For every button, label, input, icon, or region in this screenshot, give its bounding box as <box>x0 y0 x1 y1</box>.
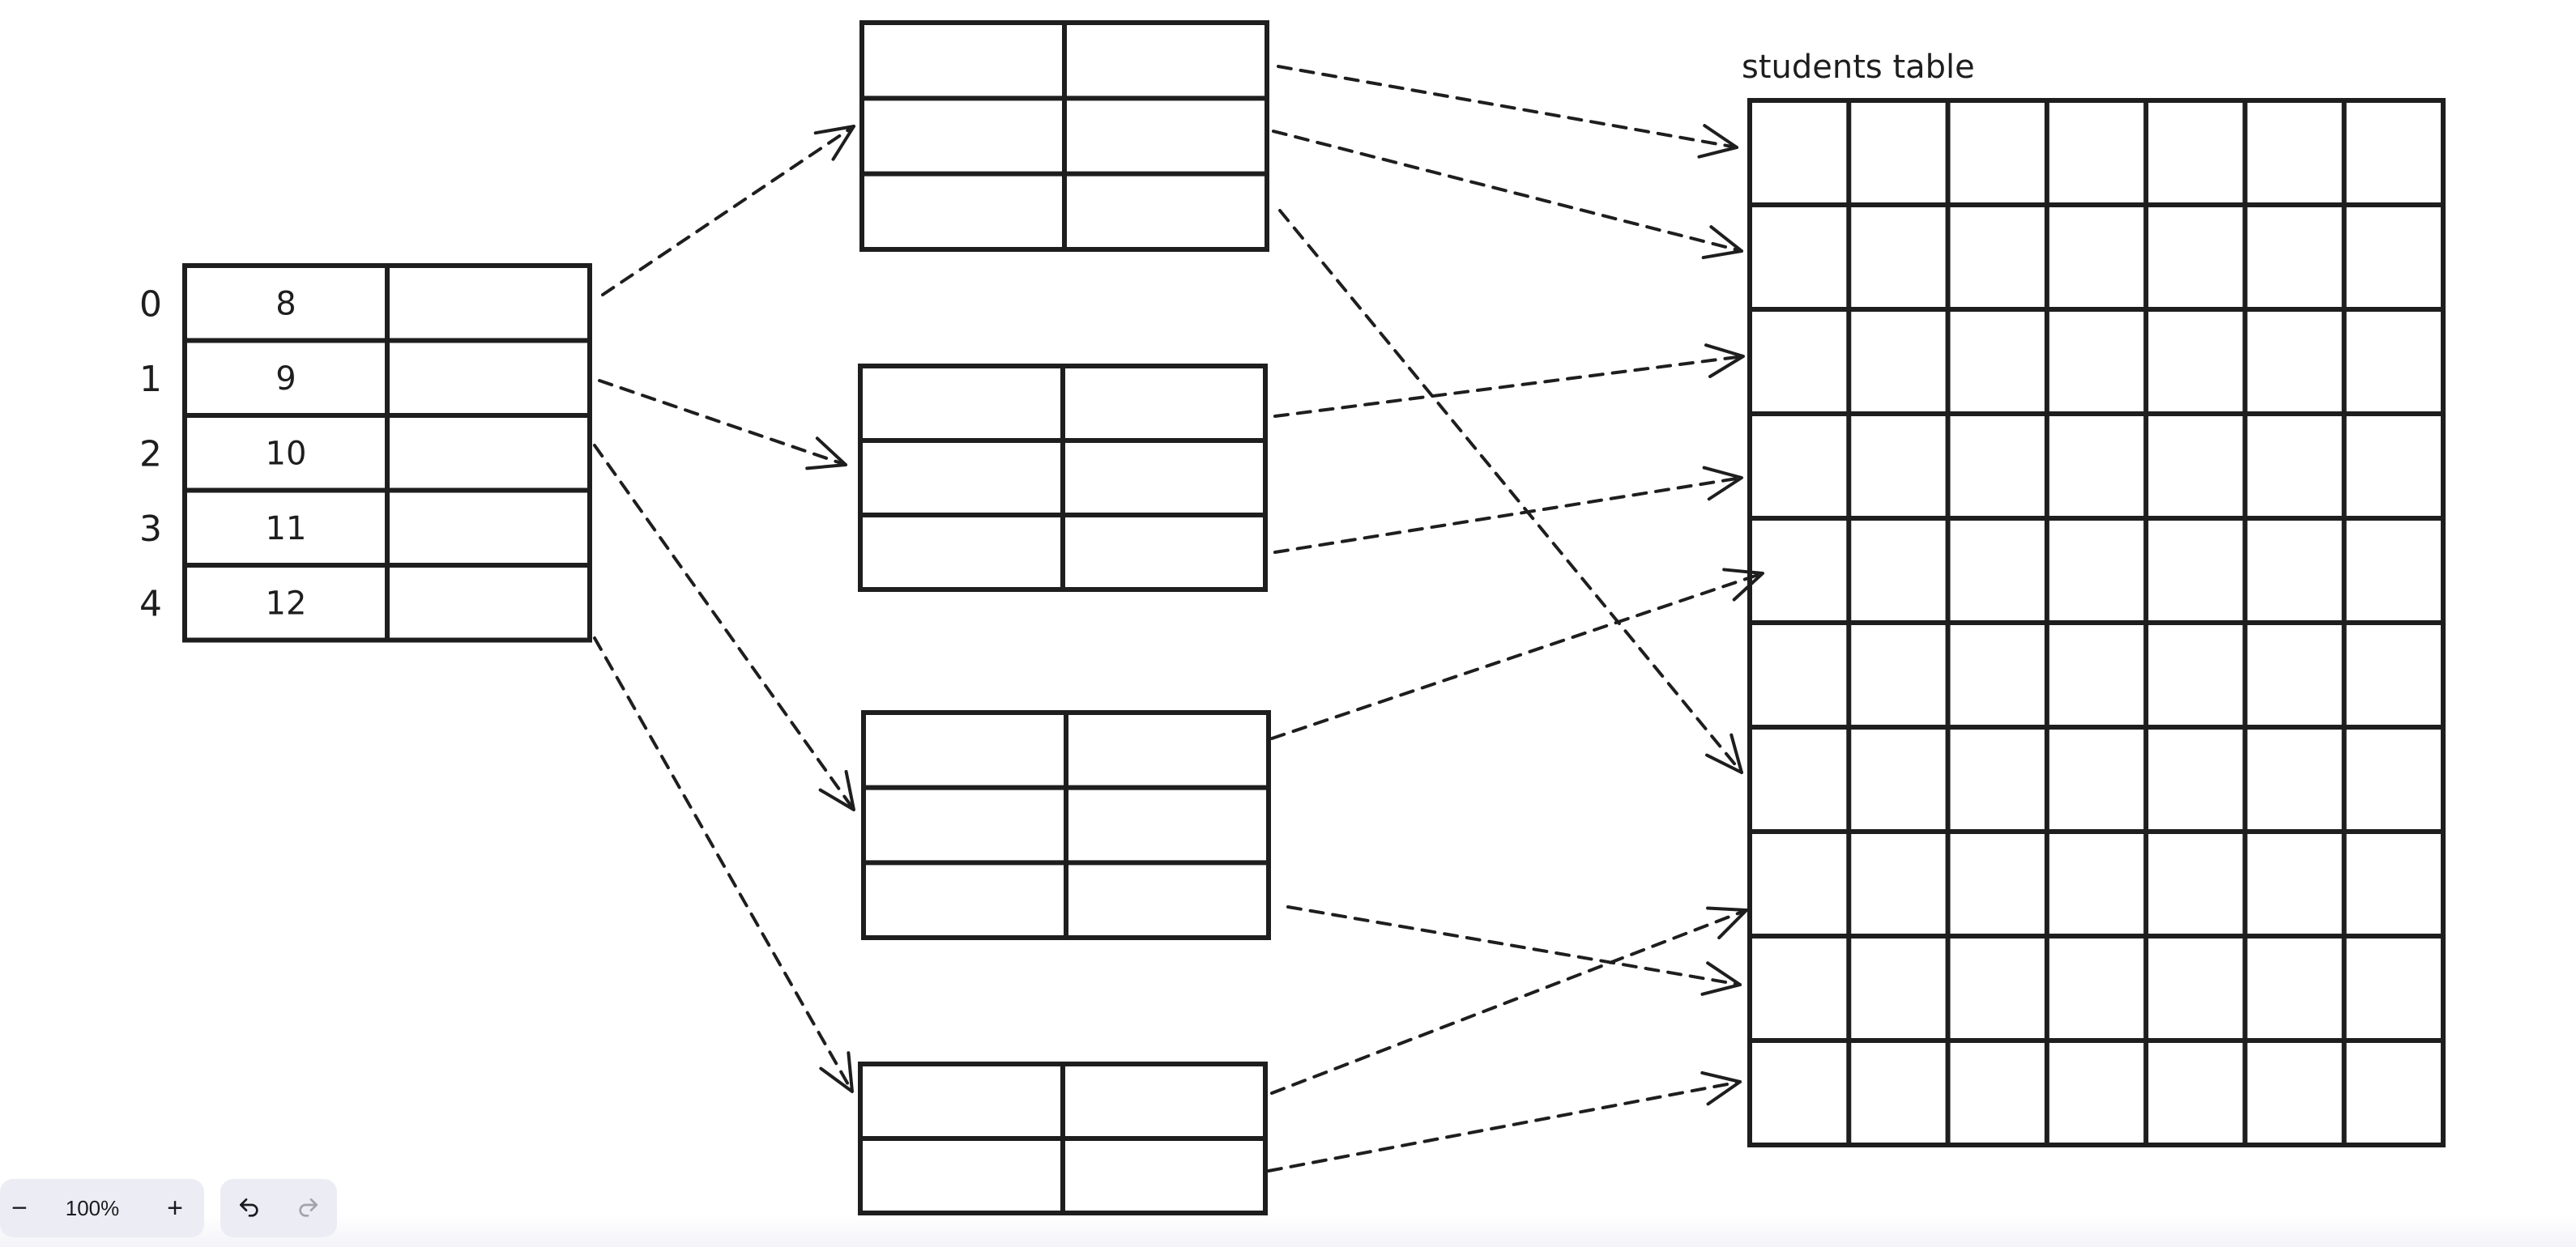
index-number: 4 <box>139 583 162 624</box>
arrows[interactable] <box>593 65 1764 1173</box>
undo-icon <box>240 1198 258 1217</box>
arrowhead-icon <box>1722 568 1764 602</box>
arrowhead-icon <box>1700 1070 1742 1106</box>
arrowhead-icon <box>819 1051 854 1093</box>
zoom-out-button[interactable]: − <box>11 1192 28 1224</box>
connector-arrow-line <box>598 379 847 466</box>
connector-arrow-line <box>1273 355 1745 418</box>
arrowhead-icon <box>818 769 855 811</box>
bucket-table-4[interactable] <box>858 1062 1268 1215</box>
connector-arrow-line <box>1267 1080 1742 1173</box>
connector-arrow[interactable] <box>1273 343 1745 418</box>
connector-arrow-line <box>593 636 854 1093</box>
index-table-grid[interactable] <box>182 263 592 643</box>
arrowhead-icon <box>1700 961 1742 996</box>
connector-arrow-line <box>601 125 855 296</box>
arrowhead-icon <box>813 125 855 161</box>
connector-arrow-line <box>1286 905 1742 986</box>
index-number: 1 <box>139 359 162 400</box>
connector-arrow-line <box>1270 572 1764 740</box>
index-value: 8 <box>275 285 296 322</box>
index-value: 11 <box>266 510 307 547</box>
connector-arrow[interactable] <box>1277 65 1738 159</box>
connector-arrow-line <box>1277 65 1738 149</box>
arrowhead-icon <box>1697 124 1738 159</box>
redo-button[interactable] <box>279 1179 337 1237</box>
connector-arrow-line <box>593 444 855 811</box>
connector-arrow[interactable] <box>601 125 855 296</box>
arrowhead-icon <box>1704 343 1745 378</box>
arrowhead-icon <box>805 436 847 470</box>
zoom-in-button[interactable]: + <box>167 1192 183 1224</box>
index-number: 2 <box>139 433 162 475</box>
bucket-table-1[interactable] <box>859 20 1269 252</box>
students-table[interactable] <box>1747 98 2446 1147</box>
arrowhead-icon <box>1702 466 1743 501</box>
connector-arrow[interactable] <box>1270 906 1748 1095</box>
students-table-title: students table <box>1742 49 1975 86</box>
arrowhead-icon <box>1701 225 1743 260</box>
connector-arrow[interactable] <box>1273 466 1743 554</box>
bucket-tables[interactable] <box>858 20 1271 1215</box>
connector-arrow-line <box>1272 130 1743 253</box>
students-table-grid[interactable] <box>1747 98 2446 1147</box>
connector-arrow[interactable] <box>593 444 855 811</box>
connector-arrow-line <box>1278 209 1743 774</box>
connector-arrow-line <box>1273 476 1743 554</box>
footer-shade <box>0 1215 2576 1247</box>
index-number: 3 <box>139 509 162 550</box>
index-value: 10 <box>266 435 307 472</box>
connector-arrow[interactable] <box>1267 1070 1742 1173</box>
zoom-controls: − 100% + <box>0 1179 204 1237</box>
connector-arrow[interactable] <box>593 636 854 1093</box>
index-number: 0 <box>139 283 162 325</box>
arrowhead-icon <box>1705 733 1743 774</box>
connector-arrow[interactable] <box>1278 209 1743 774</box>
redo-icon <box>299 1198 318 1217</box>
bucket-table-3[interactable] <box>861 710 1271 940</box>
connector-arrow[interactable] <box>598 379 847 470</box>
zoom-level-button[interactable]: 100% <box>65 1195 120 1220</box>
arrowhead-icon <box>1706 906 1748 940</box>
connector-arrow[interactable] <box>1272 130 1743 260</box>
connector-arrow[interactable] <box>1286 905 1742 996</box>
index-value: 9 <box>275 360 296 398</box>
connector-arrow-line <box>1270 909 1748 1095</box>
connector-arrow[interactable] <box>1270 568 1764 740</box>
index-table[interactable] <box>182 263 592 643</box>
history-controls <box>220 1179 337 1237</box>
index-value: 12 <box>266 585 307 622</box>
bucket-table-2[interactable] <box>858 364 1268 592</box>
undo-button[interactable] <box>220 1179 279 1237</box>
